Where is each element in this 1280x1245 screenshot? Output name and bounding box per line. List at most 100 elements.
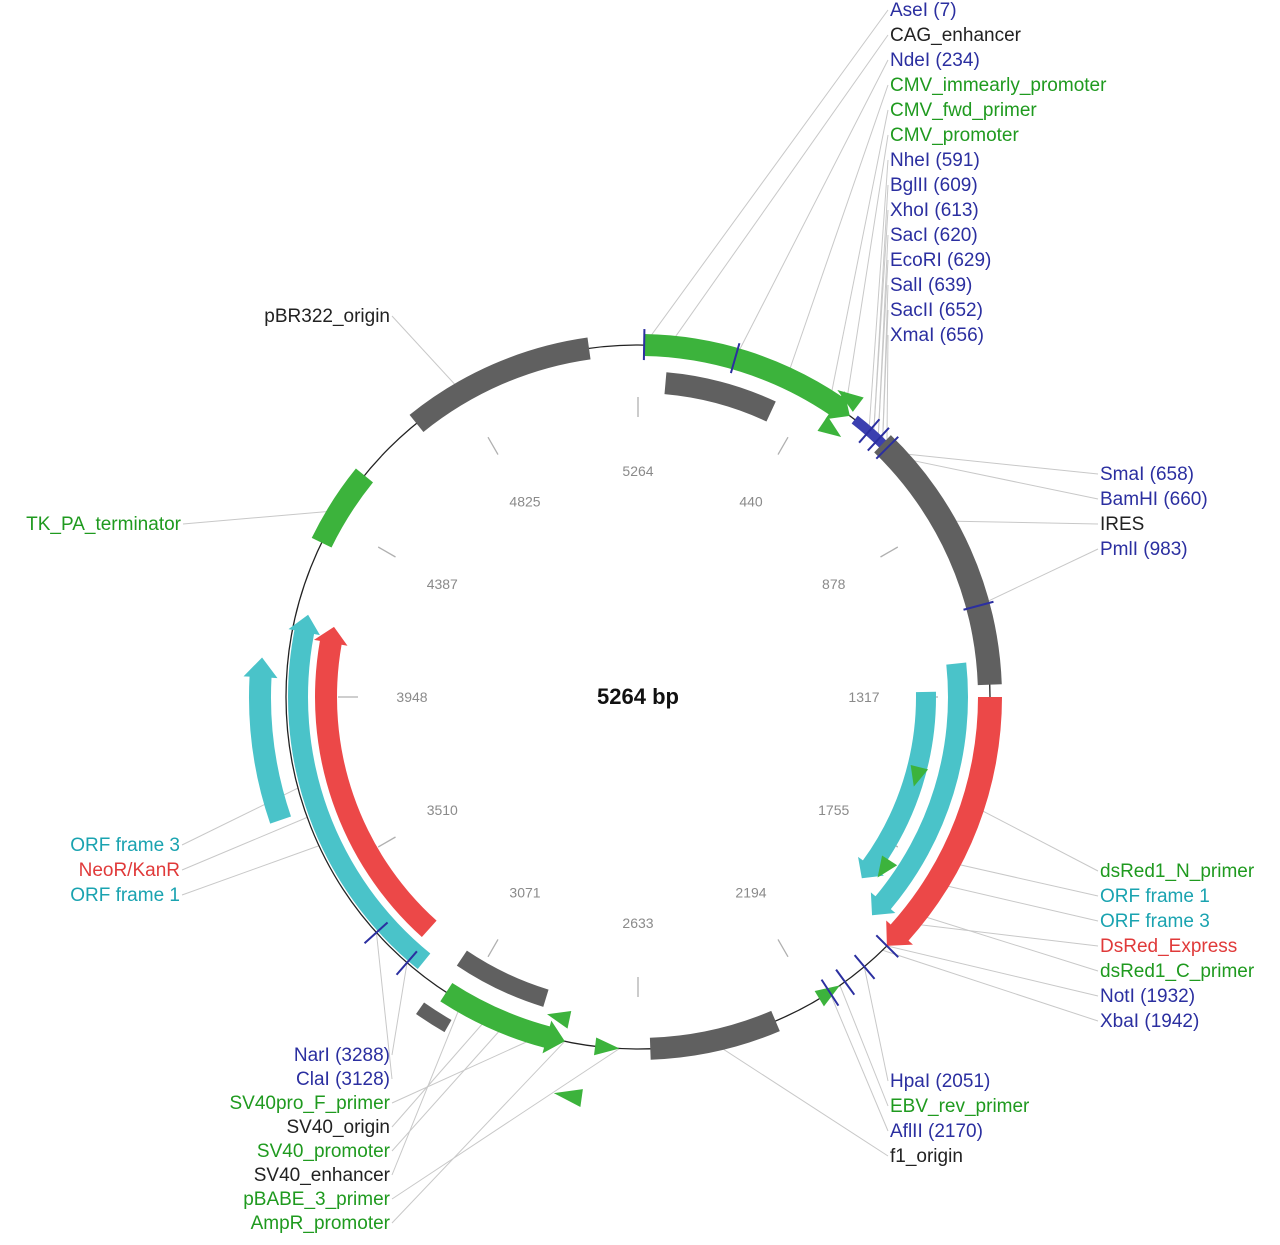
- label-labels.top.5: CMV_promoter: [890, 125, 1019, 146]
- leader-line: [734, 59, 889, 359]
- sv40-enhancer-arc: [416, 1002, 452, 1033]
- label-labels.bottom_left.6: pBABE_3_primer: [243, 1189, 390, 1210]
- leader-line: [829, 109, 889, 402]
- leader-line: [936, 883, 1099, 922]
- label-labels.top.9: SacI (620): [890, 225, 978, 246]
- tick-mark: [487, 436, 499, 455]
- label-labels.right_upper.3: PmlI (983): [1100, 539, 1188, 560]
- label-labels.right_upper.2: IRES: [1100, 514, 1144, 535]
- pbabe3-primer-arrow: [594, 1037, 620, 1056]
- tick-label: 1755: [818, 802, 849, 818]
- leader-line: [844, 134, 889, 413]
- label-labels.bottom_left.7: AmpR_promoter: [251, 1213, 391, 1234]
- cmv-promoter-arc: [664, 372, 776, 422]
- label-labels.right_lower.0: dsRed1_N_primer: [1100, 861, 1255, 882]
- label-labels.bottom_left.3: SV40_origin: [286, 1117, 390, 1138]
- leader-line: [391, 1048, 620, 1200]
- enzyme-cut-mark: [853, 954, 876, 980]
- leader-line: [668, 34, 889, 347]
- label-labels.top.11: SalI (639): [890, 275, 972, 296]
- cmv-immearly-arrow: [817, 415, 842, 437]
- tick-label: 4387: [427, 576, 458, 592]
- neor-kanr-arc: [313, 626, 437, 938]
- tick-mark: [487, 939, 499, 958]
- leader-line: [391, 1015, 490, 1128]
- leader-line: [839, 985, 889, 1107]
- label-labels.bottom_left.4: SV40_promoter: [257, 1141, 391, 1162]
- tick-label: 2633: [622, 915, 653, 931]
- plasmid-size: 5264 bp: [597, 684, 679, 709]
- tick-label: 878: [822, 576, 846, 592]
- leader-line: [786, 84, 889, 379]
- label-labels.right_lower.4: dsRed1_C_primer: [1100, 961, 1255, 982]
- leader-line: [877, 259, 889, 440]
- ires-arc: [874, 435, 1002, 686]
- leader-line: [868, 159, 889, 432]
- cag-enhancer-arc: [643, 334, 850, 420]
- label-labels.top.0: AseI (7): [890, 0, 957, 21]
- leader-line: [977, 548, 1099, 607]
- tick-mark: [377, 836, 396, 848]
- label-labels.top.13: XmaI (656): [890, 325, 984, 346]
- enzyme-cut-marks: [363, 329, 994, 1007]
- tick-label: 3071: [509, 885, 540, 901]
- enzyme-cut-mark: [729, 342, 741, 374]
- label-labels.bottom_right.1: EBV_rev_primer: [890, 1096, 1030, 1117]
- leader-line: [907, 922, 1099, 947]
- label-labels.bottom_left.5: SV40_enhancer: [254, 1165, 391, 1186]
- tick-label: 1317: [848, 689, 879, 705]
- leader-line: [391, 1040, 566, 1224]
- leader-line: [391, 315, 463, 393]
- leader-line: [882, 949, 1099, 1022]
- leader-line: [948, 861, 1099, 897]
- leader-line: [182, 509, 340, 525]
- label-labels.tk: TK_PA_terminator: [26, 514, 182, 535]
- leader-line: [972, 805, 1099, 872]
- tick-label: 3948: [396, 689, 427, 705]
- label-labels.top.8: XhoI (613): [890, 200, 979, 221]
- label-labels.right_lower.2: ORF frame 3: [1100, 911, 1210, 932]
- label-labels.top.7: BglII (609): [890, 175, 978, 196]
- label-labels.bottom_left.0: NarI (3288): [294, 1045, 390, 1066]
- enzyme-cut-mark: [867, 427, 890, 452]
- tick-mark: [777, 436, 789, 455]
- label-labels.right_lower.3: DsRed_Express: [1100, 936, 1237, 957]
- label-labels.bottom_left.1: ClaI (3128): [296, 1069, 390, 1090]
- label-labels.top.3: CMV_immearly_promoter: [890, 75, 1107, 96]
- enzyme-cut-mark: [875, 934, 899, 958]
- label-labels.bottom_right.0: HpaI (2051): [890, 1071, 990, 1092]
- label-labels.left.0: ORF frame 3: [70, 835, 180, 856]
- label-labels.right_lower.5: NotI (1932): [1100, 986, 1195, 1007]
- leader-line: [873, 209, 889, 436]
- enzyme-cut-mark: [858, 418, 881, 444]
- label-labels.left.2: ORF frame 1: [70, 885, 180, 906]
- enzyme-cut-mark: [875, 436, 899, 460]
- leader-line: [915, 913, 1099, 972]
- label-labels.bottom_left.2: SV40pro_F_primer: [229, 1093, 390, 1114]
- f1-origin-arc: [649, 1010, 780, 1060]
- leader-line: [391, 962, 408, 1056]
- dsred-express-arc: [886, 697, 1002, 946]
- tick-mark: [777, 939, 789, 958]
- orf-frame3-right-arc: [858, 691, 936, 879]
- cmv-fwd-primer-arrow: [837, 390, 864, 412]
- sv40-promoter-arc: [440, 982, 565, 1054]
- sv40pro-f-primer-arrow: [547, 1010, 572, 1029]
- tick-label: 3510: [427, 802, 458, 818]
- tick-label: 2194: [735, 885, 766, 901]
- tick-label: 5264: [622, 463, 653, 479]
- leader-line: [391, 1001, 463, 1176]
- label-labels.top.12: SacII (652): [890, 300, 983, 321]
- leader-line: [863, 966, 889, 1082]
- enzyme-cut-mark: [642, 329, 646, 361]
- tick-labels: 5264440878131717552194263330713510394843…: [396, 463, 879, 931]
- mcs-cut-block: [851, 415, 891, 452]
- orf-frame3-left-arc: [243, 657, 291, 824]
- leader-line: [891, 451, 1099, 475]
- label-labels.right_upper.0: SmaI (658): [1100, 464, 1194, 485]
- orf-frame1-left-arc: [288, 614, 431, 970]
- leader-line: [882, 309, 889, 444]
- label-labels.right_lower.1: ORF frame 1: [1100, 886, 1210, 907]
